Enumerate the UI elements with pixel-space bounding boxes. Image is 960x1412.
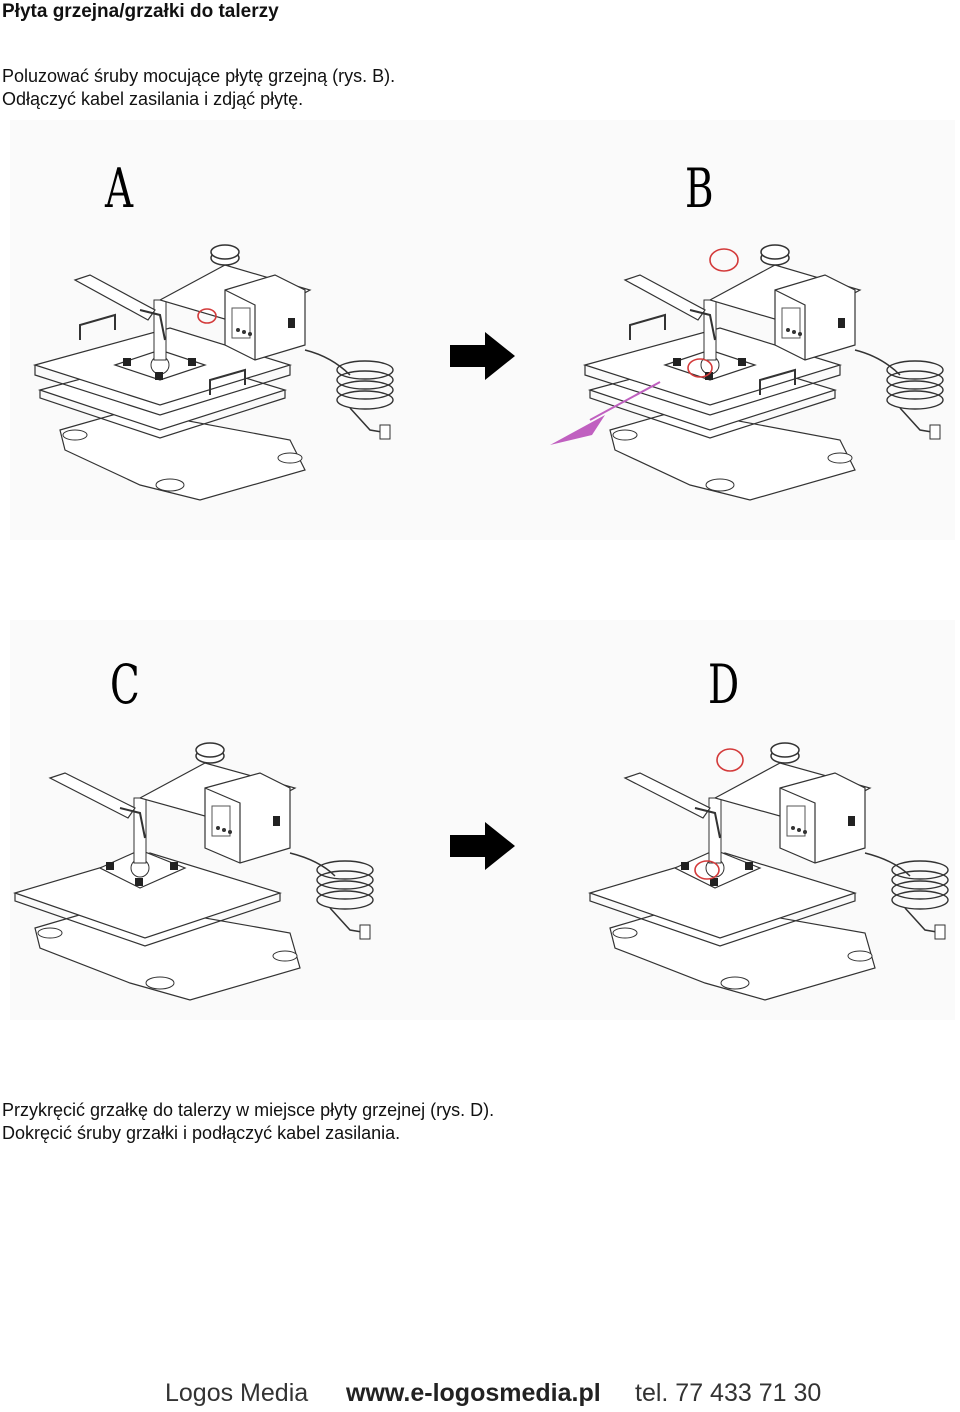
arrow-right-icon	[450, 822, 515, 870]
figure-label-b: B	[685, 157, 714, 220]
footer-website-link[interactable]: www.e-logosmedia.pl	[346, 1379, 601, 1407]
intro-line-2: Odłączyć kabel zasilania i zdjąć płytę.	[2, 89, 304, 109]
intro-instructions: Poluzować śruby mocujące płytę grzejną (…	[2, 65, 395, 111]
outro-instructions: Przykręcić grzałkę do talerzy w miejsce …	[2, 1099, 494, 1145]
outro-line-2: Dokręcić śruby grzałki i podłączyć kabel…	[2, 1123, 401, 1143]
heat-press-illustration-ab	[34, 244, 944, 501]
figure-panel-ab: A B	[10, 120, 955, 540]
figure-label-a: A	[105, 157, 134, 220]
figure-panel-cd: C D	[10, 620, 955, 1020]
page-title: Płyta grzejna/grzałki do talerzy	[2, 1, 279, 22]
intro-line-1: Poluzować śruby mocujące płytę grzejną (…	[2, 66, 396, 86]
figure-label-d: D	[708, 653, 740, 716]
heat-press-illustration-cd	[14, 742, 949, 1001]
footer-company: Logos Media	[165, 1379, 309, 1407]
figure-label-c: C	[110, 653, 140, 716]
footer-phone: tel. 77 433 71 30	[635, 1379, 822, 1407]
page-footer: Logos Media www.e-logosmedia.pl tel. 77 …	[0, 1379, 960, 1411]
arrow-down-left-icon	[550, 381, 661, 445]
outro-line-1: Przykręcić grzałkę do talerzy w miejsce …	[2, 1100, 495, 1120]
arrow-right-icon	[450, 332, 515, 380]
